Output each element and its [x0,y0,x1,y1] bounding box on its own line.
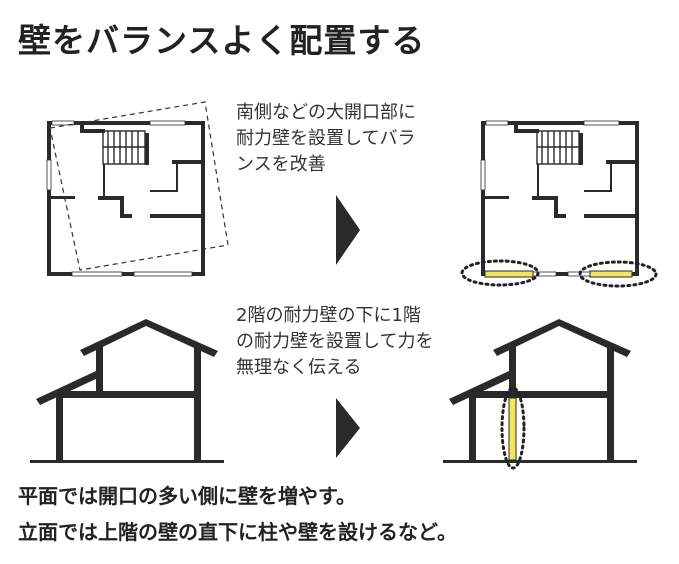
added-wall-right [589,270,633,278]
elevation-note-line-2: の耐力壁を設置して力を [236,331,434,352]
plan-note-line-3: ンスを改善 [236,154,326,175]
arrow-icon [336,195,360,265]
added-column [508,397,517,461]
arrow-icon [336,398,360,458]
plan-before [46,101,229,277]
elevation-note: 2階の耐力壁の下に1階 の耐力壁を設置して力を 無理なく伝える [236,303,433,381]
page-title: 壁をバランスよく配置する [18,21,426,60]
plan-note: 南側などの大開口部に 耐力壁を設置してバラ ンスを改善 [236,100,416,178]
highlight-left [460,259,540,287]
elevation-after [443,319,637,470]
added-wall-left [484,270,534,278]
elevation-note-line-1: 2階の耐力壁の下に1階 [236,305,421,326]
plan-after [460,120,658,288]
highlight-right [578,260,658,288]
highlight-column [500,386,526,470]
plan-note-line-1: 南側などの大開口部に [236,102,416,123]
elevation-note-line-3: 無理なく伝える [236,357,362,378]
plan-note-line-2: 耐力壁を設置してバラ [236,128,416,149]
summary-line-2: 立面では上階の壁の直下に柱や壁を設けるなど。 [18,520,457,544]
summary-line-1: 平面では開口の多い側に壁を増やす。 [18,484,356,508]
elevation-before [30,319,224,463]
